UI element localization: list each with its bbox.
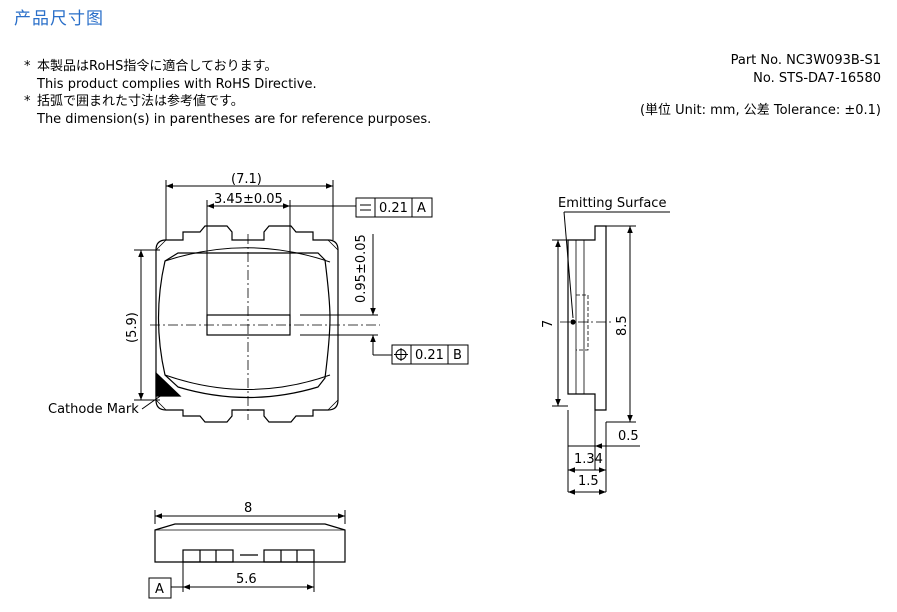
note-bullet: * (24, 59, 31, 74)
note-2-jp: 括弧で囲まれた寸法は参考値です。 (37, 94, 244, 109)
cathode-mark (155, 371, 182, 397)
tolerance-note: (単位 Unit: mm, 公差 Tolerance: ±0.1) (639, 103, 881, 118)
lens-outline (157, 252, 331, 399)
note-2-en: The dimension(s) in parentheses are for … (37, 111, 432, 127)
side-view (560, 225, 612, 411)
dim-5-6: 5.6 (236, 572, 257, 587)
flatness-frame: 0.21 A (355, 197, 433, 218)
bottom-view-dimensions (148, 510, 346, 599)
position-value: 0.21 (415, 348, 444, 363)
dim-0-5: 0.5 (618, 429, 639, 444)
top-view-dimensions (134, 180, 392, 410)
note-bullet: * (24, 94, 31, 109)
note-1-jp: 本製品はRoHS指令に適合しております。 (37, 59, 278, 74)
dim-1-34: 1.34 (574, 452, 603, 467)
top-view (150, 225, 380, 423)
dim-offset: 0.95±0.05 (354, 234, 369, 303)
flatness-datum: A (417, 201, 426, 216)
dim-width-ref: (7.1) (231, 172, 262, 187)
document-number: No. STS-DA7-16580 (753, 70, 881, 86)
part-info: Part No. NC3W093B-S1 No. STS-DA7-16580 (731, 52, 881, 87)
notes: * 本製品はRoHS指令に適合しております。 This product compl… (24, 58, 431, 128)
dim-8-5: 8.5 (615, 315, 630, 336)
datum-a-label: A (155, 582, 164, 597)
part-number: Part No. NC3W093B-S1 (730, 53, 881, 68)
dim-height-ref: (5.9) (125, 312, 140, 343)
emitting-surface-label: Emitting Surface (558, 196, 666, 211)
position-frame: 0.21 B (391, 344, 469, 365)
dim-7: 7 (541, 320, 556, 328)
bottom-view (154, 523, 346, 563)
side-view-dimensions (552, 211, 670, 495)
dim-emitter-width: 3.45±0.05 (214, 192, 283, 207)
position-datum: B (453, 348, 462, 363)
flatness-value: 0.21 (379, 201, 408, 216)
page-title: 产品尺寸图 (14, 9, 104, 29)
note-1-en: This product complies with RoHS Directiv… (37, 76, 317, 92)
cathode-mark-label: Cathode Mark (48, 402, 139, 417)
dim-8: 8 (244, 501, 252, 516)
dim-1-5: 1.5 (578, 474, 599, 489)
